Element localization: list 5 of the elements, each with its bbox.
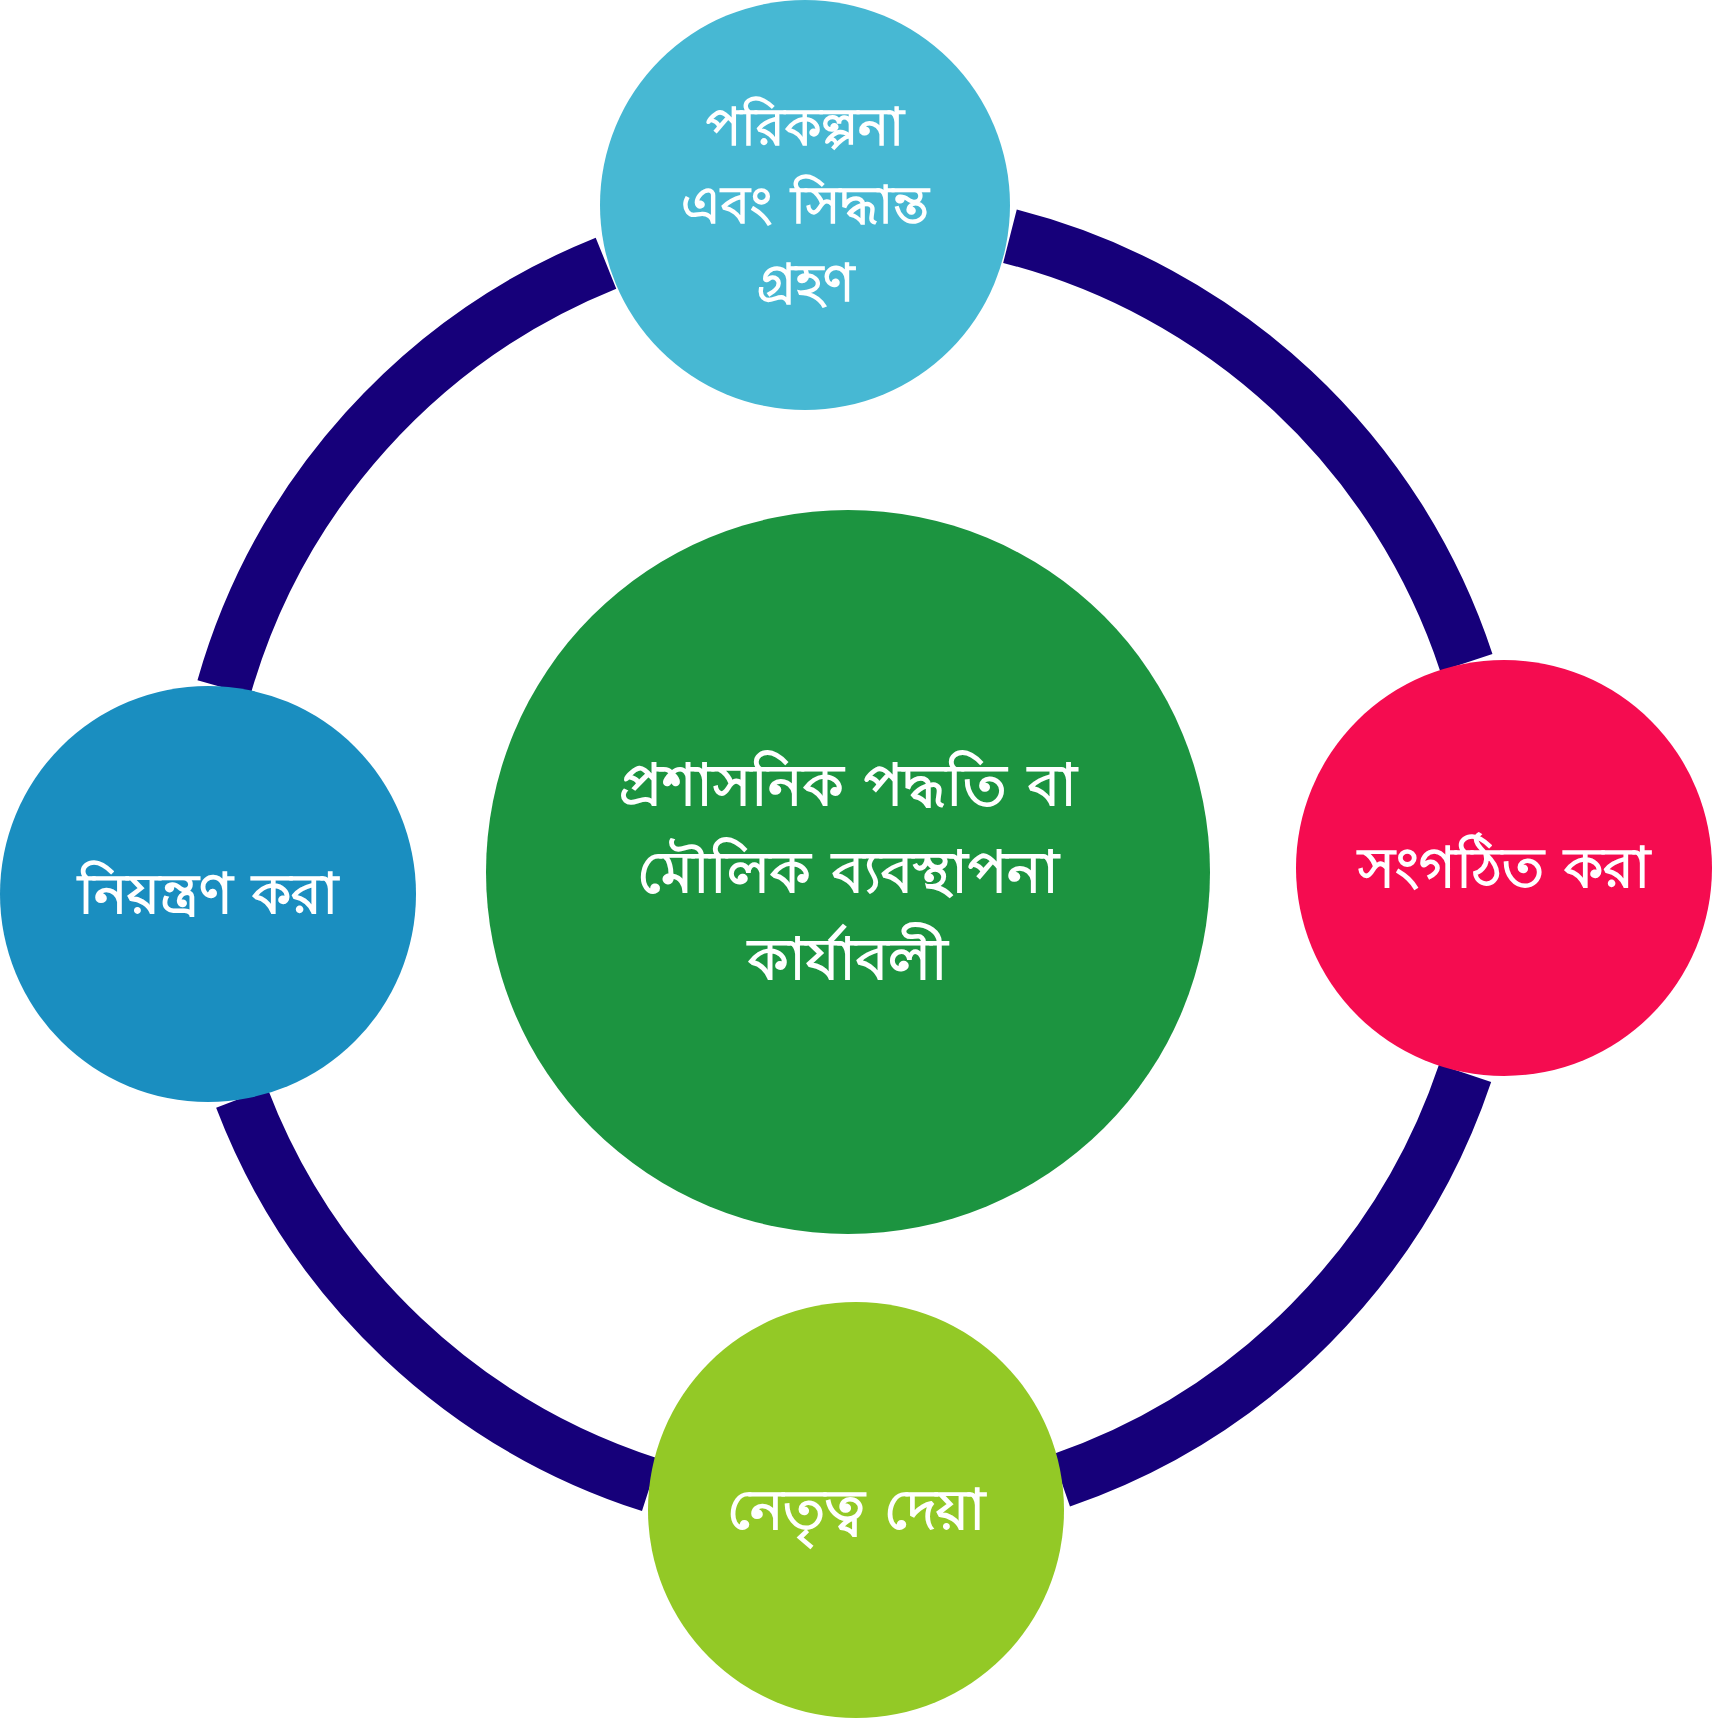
node-label: নিয়ন্ত্রণ করা <box>75 859 341 928</box>
node-label: নেতৃত্ব দেয়া <box>726 1468 986 1552</box>
node-label: পরিকল্পনা এবং সিদ্ধান্ত গ্রহণ <box>680 95 932 315</box>
node-label: প্রশাসনিক পদ্ধতি বা মৌলিক ব্যবস্থাপনা কার্যাবলী <box>618 749 1080 995</box>
node-label: সংগঠিত করা <box>1354 826 1654 910</box>
